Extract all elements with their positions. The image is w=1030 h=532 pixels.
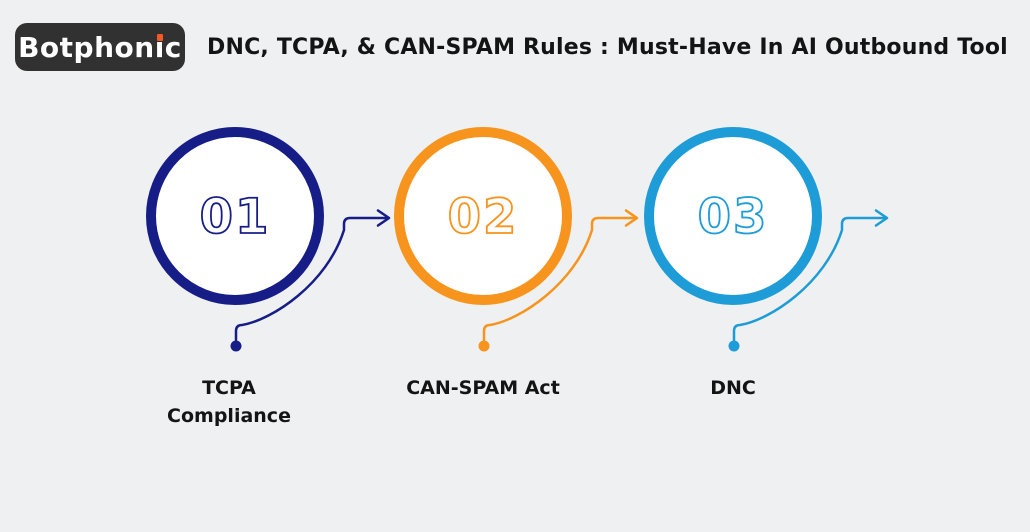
step-3-arrow-right-icon — [874, 209, 889, 227]
step-1-number: 01 — [200, 189, 271, 245]
step-2-connector-dot — [478, 340, 490, 352]
logo-letter-i: i — [154, 30, 165, 64]
step-2-label: CAN-SPAM Act — [406, 377, 560, 399]
step-2-connector-curve — [482, 216, 638, 342]
step-2-group: 02 — [394, 127, 639, 352]
step-3-group: 03 — [644, 127, 889, 352]
step-1-label: TCPA Compliance — [167, 377, 291, 427]
step-2-number: 02 — [448, 189, 519, 245]
step-1-group: 01 — [146, 127, 391, 352]
botphonic-logo: Botphonic — [15, 23, 185, 71]
step-1-connector-dot — [230, 340, 242, 352]
step-3-number: 03 — [698, 189, 769, 245]
step-3-connector-curve — [732, 216, 888, 342]
step-1-connector-curve — [234, 216, 390, 342]
header: Botphonic DNC, TCPA, & CAN-SPAM Rules : … — [15, 23, 1008, 71]
logo-text: Botphonic — [18, 31, 182, 64]
step-3-circle — [644, 127, 822, 305]
step-2-circle — [394, 127, 572, 305]
step-1-arrow-right-icon — [376, 209, 391, 227]
logo-text-pre: Botphon — [18, 30, 155, 64]
logo-text-post: c — [164, 30, 182, 64]
step-3-label: DNC — [710, 377, 756, 399]
step-3-connector-dot — [728, 340, 740, 352]
page-title: DNC, TCPA, & CAN-SPAM Rules : Must-Have … — [207, 34, 1008, 60]
step-2-arrow-right-icon — [624, 209, 639, 227]
step-1-circle — [146, 127, 324, 305]
